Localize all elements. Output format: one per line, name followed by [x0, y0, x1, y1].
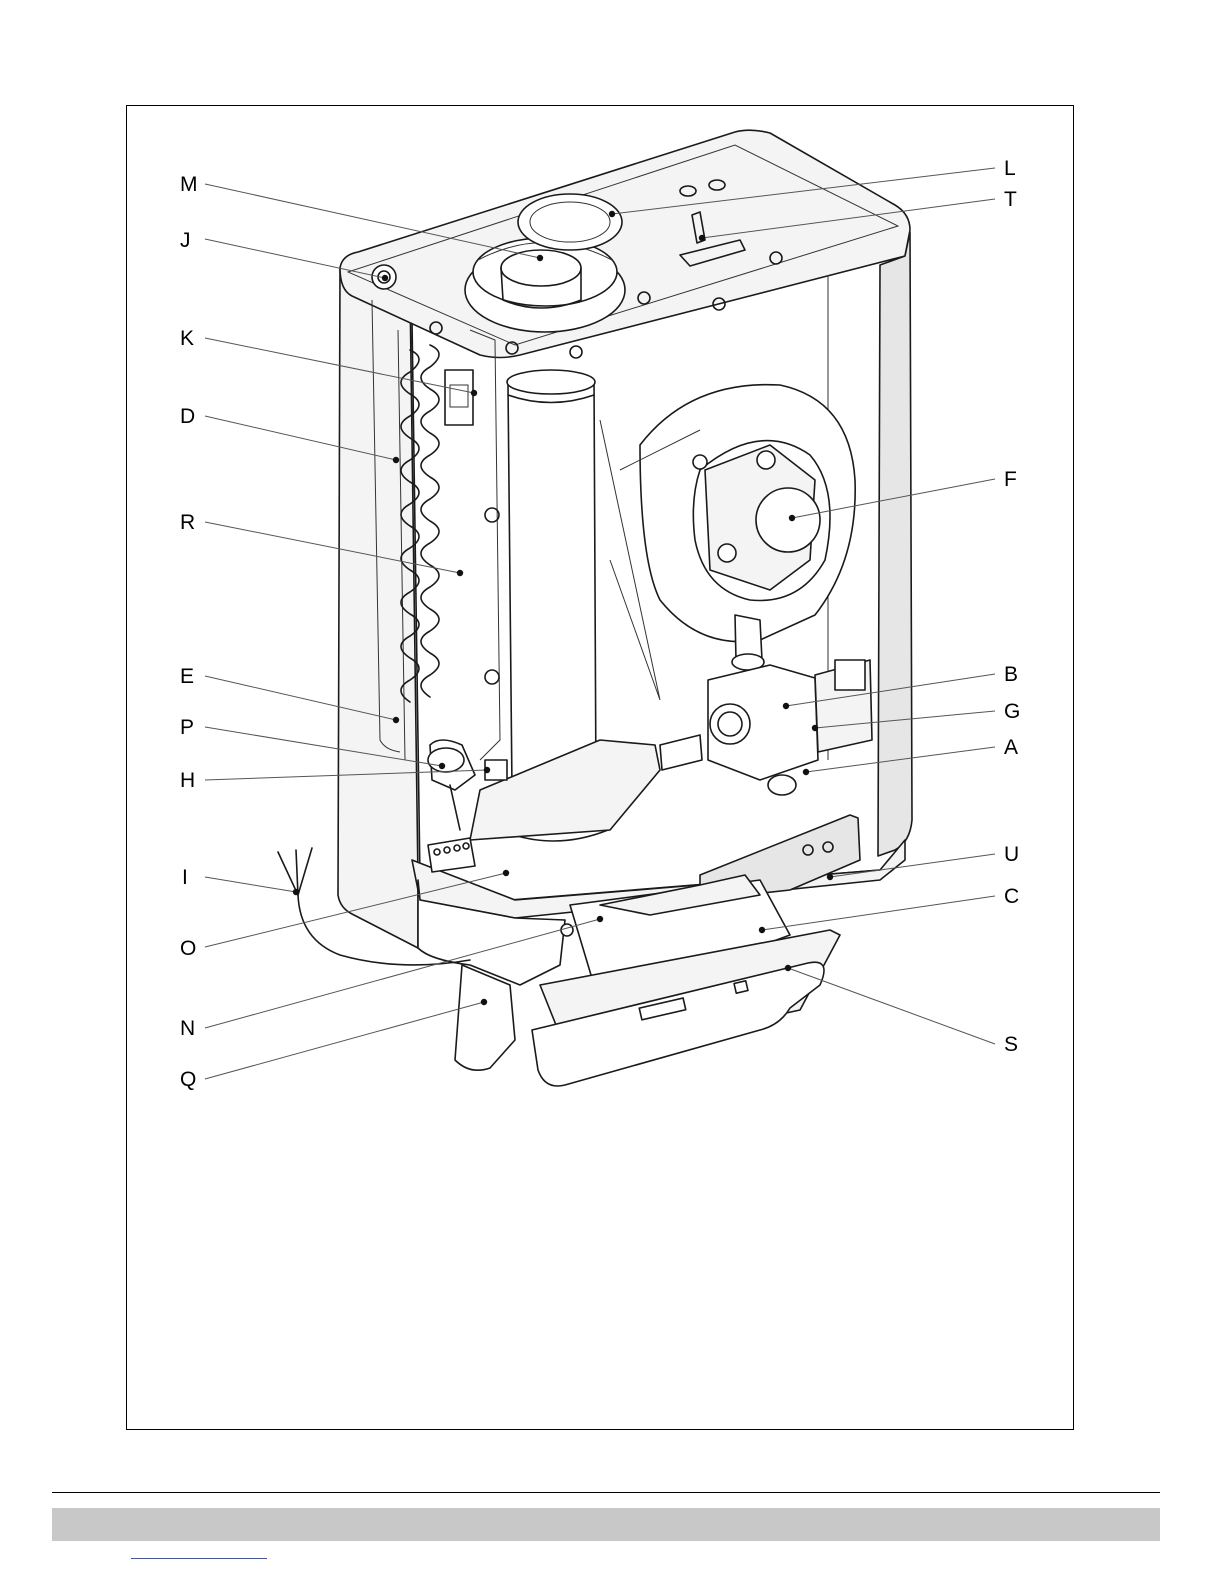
callout-label-R: R: [180, 511, 195, 534]
callout-labels-right: L T F B G A U C S: [1004, 157, 1020, 1056]
callout-label-N: N: [180, 1017, 195, 1040]
callout-label-L: L: [1004, 157, 1016, 180]
terminal-block: [428, 838, 475, 872]
callout-labels-left: M J K D R E P H I O N Q: [180, 173, 198, 1091]
footer-rule: [52, 1492, 1160, 1493]
control-panel: [532, 875, 840, 1086]
callout-label-E: E: [180, 665, 194, 688]
callout-label-H: H: [180, 769, 195, 792]
callout-label-O: O: [180, 937, 196, 960]
footer-bar: [52, 1508, 1160, 1541]
callout-label-J: J: [180, 229, 191, 252]
callout-label-P: P: [180, 716, 194, 739]
callout-label-K: K: [180, 327, 194, 350]
callout-label-U: U: [1004, 843, 1019, 866]
callout-label-I: I: [182, 866, 188, 889]
callout-label-T: T: [1004, 188, 1017, 211]
callout-label-C: C: [1004, 885, 1019, 908]
footer-link[interactable]: [131, 1558, 267, 1559]
callout-label-B: B: [1004, 663, 1018, 686]
callout-label-M: M: [180, 173, 198, 196]
callout-label-Q: Q: [180, 1068, 196, 1091]
callout-label-G: G: [1004, 700, 1020, 723]
callout-label-F: F: [1004, 468, 1017, 491]
callout-label-D: D: [180, 405, 195, 428]
condensate-trap: [455, 965, 515, 1070]
callout-label-A: A: [1004, 736, 1018, 759]
callout-label-S: S: [1004, 1033, 1018, 1056]
